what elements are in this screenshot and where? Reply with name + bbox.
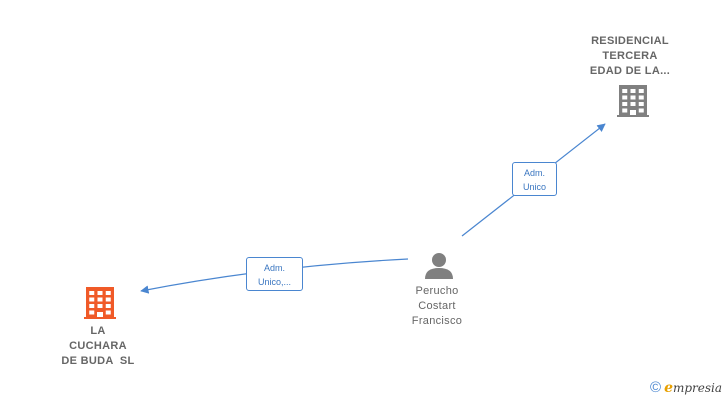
person-icon[interactable] (425, 253, 453, 279)
building-icon[interactable] (617, 85, 649, 117)
edge-label-adm-unico-multi[interactable]: Adm. Unico,... (246, 257, 303, 291)
building-icon[interactable] (84, 287, 116, 319)
empresia-logo[interactable]: © empresia (650, 379, 722, 397)
node-label-cuchara[interactable]: LA CUCHARA DE BUDA SL (61, 325, 135, 367)
edge-label-adm-unico[interactable]: Adm. Unico (512, 162, 557, 196)
brand-wordmark: empresia (664, 380, 723, 396)
copyright-icon: © (650, 379, 662, 396)
node-label-perucho[interactable]: Perucho Costart Francisco (411, 285, 463, 327)
node-label-residencial[interactable]: RESIDENCIAL TERCERA EDAD DE LA... (589, 35, 671, 77)
